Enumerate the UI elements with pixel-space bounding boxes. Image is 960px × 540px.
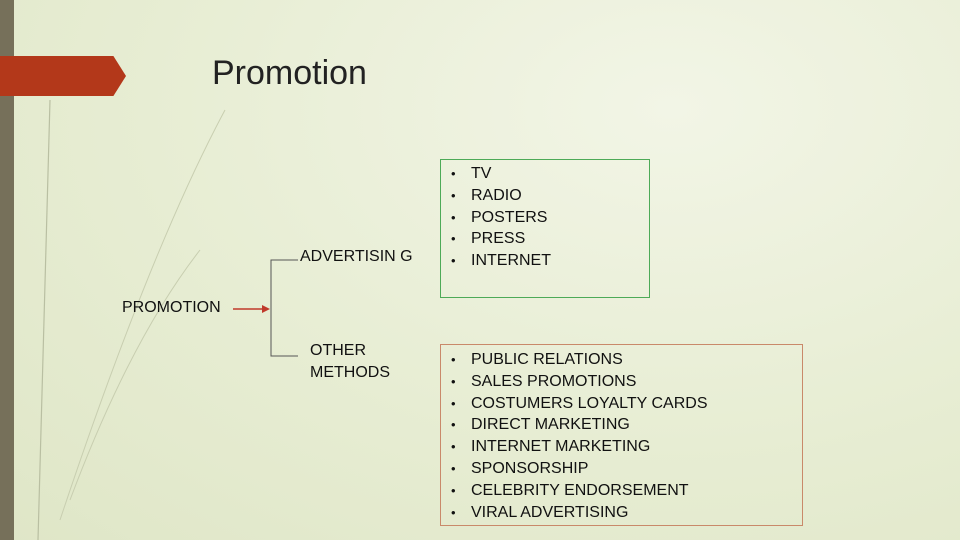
arrowhead-icon: [262, 305, 270, 313]
branch-label-advertising: ADVERTISIN G: [300, 248, 413, 265]
list-item: TV: [441, 163, 649, 185]
list-item: DIRECT MARKETING: [441, 414, 802, 436]
slide-title: Promotion: [212, 54, 367, 92]
left-accent-strip: [0, 0, 14, 540]
list-item: SPONSORSHIP: [441, 458, 802, 480]
list-item: PUBLIC RELATIONS: [441, 349, 802, 371]
list-item: PRESS: [441, 228, 649, 250]
list-item: VIRAL ADVERTISING: [441, 502, 802, 524]
list-item: INTERNET MARKETING: [441, 436, 802, 458]
list-item: RADIO: [441, 185, 649, 207]
branch-bracket-line: [270, 259, 298, 357]
list-item: CELEBRITY ENDORSEMENT: [441, 480, 802, 502]
list-item: POSTERS: [441, 207, 649, 229]
list-item: INTERNET: [441, 250, 649, 272]
root-node-promotion: PROMOTION: [122, 299, 221, 316]
title-arrow-shape: [0, 56, 126, 96]
list-item: SALES PROMOTIONS: [441, 371, 802, 393]
advertising-items-box: TV RADIO POSTERS PRESS INTERNET: [440, 159, 650, 298]
list-item: COSTUMERS LOYALTY CARDS: [441, 393, 802, 415]
branch-label-other-methods: OTHER METHODS: [310, 342, 390, 381]
other-methods-items-box: PUBLIC RELATIONS SALES PROMOTIONS COSTUM…: [440, 344, 803, 526]
